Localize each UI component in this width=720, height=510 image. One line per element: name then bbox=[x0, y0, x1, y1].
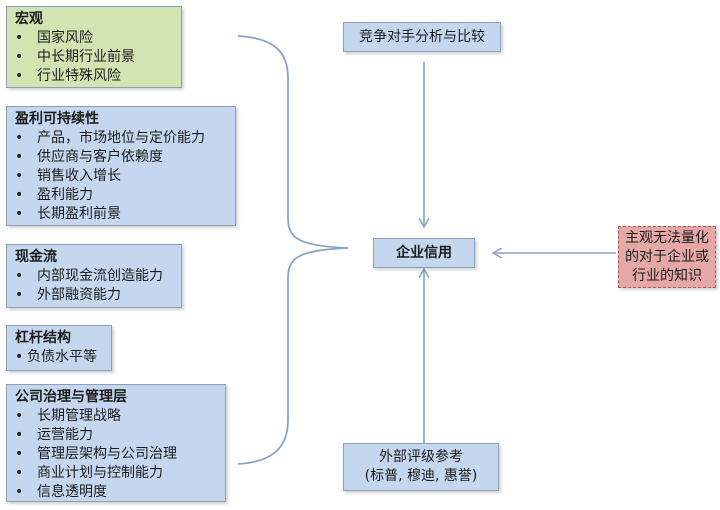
macro-title: 宏观 bbox=[15, 11, 43, 27]
subjective-knowledge-box: 主观无法量化 的对于企业或 行业的知识 bbox=[618, 226, 716, 288]
profitability-box: 盈利可持续性 •产品，市场地位与定价能力 •供应商与客户依赖度 •销售收入增长 … bbox=[6, 106, 236, 226]
list-item: •内部现金流创造能力 bbox=[15, 268, 163, 284]
list-item: •销售收入增长 bbox=[15, 168, 121, 184]
external-rating-agencies: (标普, 穆迪, 惠誉) bbox=[364, 468, 478, 484]
cashflow-box: 现金流 •内部现金流创造能力 •外部融资能力 bbox=[6, 244, 182, 308]
list-item: •负债水平等 bbox=[15, 349, 97, 365]
bullet-icon: • bbox=[15, 427, 24, 443]
bullet-icon: • bbox=[15, 30, 24, 46]
list-item: •管理层架构与公司治理 bbox=[15, 446, 177, 462]
bullet-icon: • bbox=[15, 187, 24, 203]
leverage-box: 杠杆结构 •负债水平等 bbox=[6, 325, 112, 371]
bullet-icon: • bbox=[15, 484, 24, 500]
subjective-line: 主观无法量化 bbox=[625, 229, 709, 246]
competition-label: 竞争对手分析与比较 bbox=[359, 28, 485, 45]
bullet-icon: • bbox=[15, 68, 24, 84]
external-rating-title: 外部评级参考 bbox=[379, 449, 463, 465]
list-item: •产品，市场地位与定价能力 bbox=[15, 130, 205, 146]
list-item: •长期管理战略 bbox=[15, 408, 121, 424]
bullet-icon: • bbox=[15, 349, 24, 365]
list-item: •中长期行业前景 bbox=[15, 49, 135, 65]
list-item: •盈利能力 bbox=[15, 187, 93, 203]
governance-box: 公司治理与管理层 •长期管理战略 •运营能力 •管理层架构与公司治理 •商业计划… bbox=[6, 384, 226, 502]
external-rating-box: 外部评级参考 (标普, 穆迪, 惠誉) bbox=[343, 443, 499, 491]
bullet-icon: • bbox=[15, 268, 24, 284]
macro-box: 宏观 •国家风险 •中长期行业前景 •行业特殊风险 bbox=[6, 6, 182, 88]
center-credit-label: 企业信用 bbox=[396, 244, 452, 261]
list-item: •信息透明度 bbox=[15, 484, 107, 500]
list-item: •商业计划与控制能力 bbox=[15, 465, 163, 481]
list-item: •供应商与客户依赖度 bbox=[15, 149, 163, 165]
list-item: •国家风险 bbox=[15, 30, 93, 46]
bullet-icon: • bbox=[15, 206, 24, 222]
bullet-icon: • bbox=[15, 149, 24, 165]
bullet-icon: • bbox=[15, 446, 24, 462]
governance-title: 公司治理与管理层 bbox=[15, 389, 127, 405]
list-item: •行业特殊风险 bbox=[15, 68, 121, 84]
bullet-icon: • bbox=[15, 408, 24, 424]
cashflow-title: 现金流 bbox=[15, 249, 57, 265]
list-item: •长期盈利前景 bbox=[15, 206, 121, 222]
bullet-icon: • bbox=[15, 168, 24, 184]
bullet-icon: • bbox=[15, 287, 24, 303]
subjective-line: 的对于企业或 bbox=[625, 248, 709, 265]
list-item: •运营能力 bbox=[15, 427, 93, 443]
profitability-title: 盈利可持续性 bbox=[15, 111, 99, 127]
center-credit-box: 企业信用 bbox=[373, 238, 475, 268]
bullet-icon: • bbox=[15, 130, 24, 146]
bullet-icon: • bbox=[15, 49, 24, 65]
competition-box: 竞争对手分析与比较 bbox=[343, 22, 501, 52]
leverage-title: 杠杆结构 bbox=[15, 330, 71, 346]
list-item: •外部融资能力 bbox=[15, 287, 121, 303]
bullet-icon: • bbox=[15, 465, 24, 481]
subjective-line: 行业的知识 bbox=[632, 267, 702, 284]
grouping-brace bbox=[237, 35, 349, 465]
